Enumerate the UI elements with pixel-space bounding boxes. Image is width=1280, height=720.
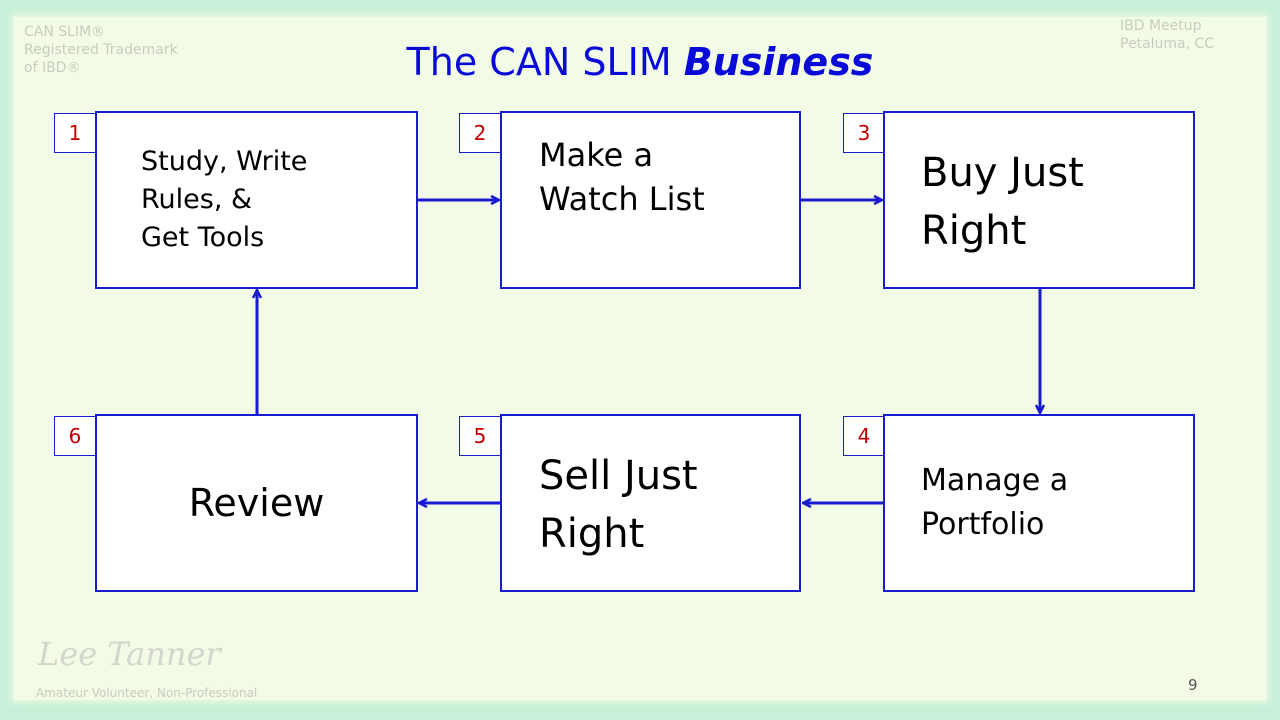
step-2-label: Make a Watch List: [539, 136, 705, 218]
step-6-number: 6: [54, 416, 96, 456]
step-2-box: Make a Watch List: [500, 111, 801, 289]
step-2-number: 2: [459, 113, 501, 153]
step-1-label: Study, Write Rules, & Get Tools: [141, 146, 308, 253]
title-main: The CAN SLIM: [406, 40, 684, 84]
step-4-number: 4: [843, 416, 885, 456]
step-3-box: Buy Just Right: [883, 111, 1195, 289]
volunteer-watermark: Amateur Volunteer, Non-Professional: [36, 686, 258, 700]
step-4-box: Manage a Portfolio: [883, 414, 1195, 592]
page-number: 9: [1188, 676, 1198, 694]
slide-title: The CAN SLIM Business: [0, 40, 1280, 84]
meetup-watermark: IBD Meetup Petaluma, CC: [1120, 18, 1215, 52]
step-6-label: Review: [188, 481, 325, 525]
step-5-box: Sell Just Right: [500, 414, 801, 592]
step-1-box: Study, Write Rules, & Get Tools: [95, 111, 418, 289]
step-1-number: 1: [54, 113, 96, 153]
trademark-watermark: CAN SLIM® Registered Trademark of IBD®: [24, 24, 178, 76]
step-5-number: 5: [459, 416, 501, 456]
step-3-label: Buy Just Right: [921, 150, 1084, 254]
step-5-label: Sell Just Right: [539, 453, 698, 557]
step-6-box: Review: [95, 414, 418, 592]
step-4-label: Manage a Portfolio: [921, 463, 1069, 542]
step-3-number: 3: [843, 113, 885, 153]
title-emphasis: Business: [683, 40, 874, 84]
